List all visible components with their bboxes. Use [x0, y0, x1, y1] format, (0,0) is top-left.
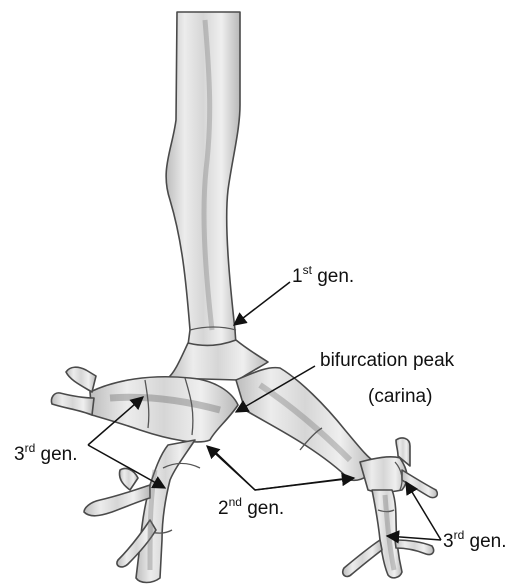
third-gen-right-number: 3 [443, 531, 454, 552]
bifurcation-label-line2: (carina) [368, 386, 432, 407]
second-gen-arrow-right [255, 478, 354, 490]
svg-text:1st gen.: 1st gen. [292, 263, 354, 287]
third-gen-right-superscript: rd [454, 528, 465, 542]
third-gen-left-superscript: rd [25, 441, 36, 455]
svg-text:3rd gen.: 3rd gen. [14, 441, 78, 465]
svg-text:3rd gen.: 3rd gen. [443, 528, 507, 552]
left-main-bronchus [90, 377, 238, 442]
first-gen-number: 1 [292, 266, 303, 287]
third-gen-right-text: gen. [464, 531, 506, 552]
third-gen-left-text: gen. [35, 444, 77, 465]
left-lower-branch [84, 440, 200, 583]
second-gen-superscript: nd [229, 495, 242, 509]
second-gen-text: gen. [242, 498, 284, 519]
label-first-gen: 1st gen. [234, 263, 354, 325]
second-gen-arrow-left [207, 446, 255, 490]
third-gen-left-number: 3 [14, 444, 25, 465]
first-gen-arrow [234, 282, 290, 325]
right-main-bronchus [236, 368, 375, 481]
trachea [166, 12, 240, 362]
first-gen-text: gen. [312, 266, 354, 287]
second-gen-number: 2 [218, 498, 229, 519]
bifurcation-label-line1: bifurcation peak [320, 350, 455, 371]
left-upper-branches [51, 367, 96, 415]
svg-text:2nd gen.: 2nd gen. [218, 495, 284, 519]
